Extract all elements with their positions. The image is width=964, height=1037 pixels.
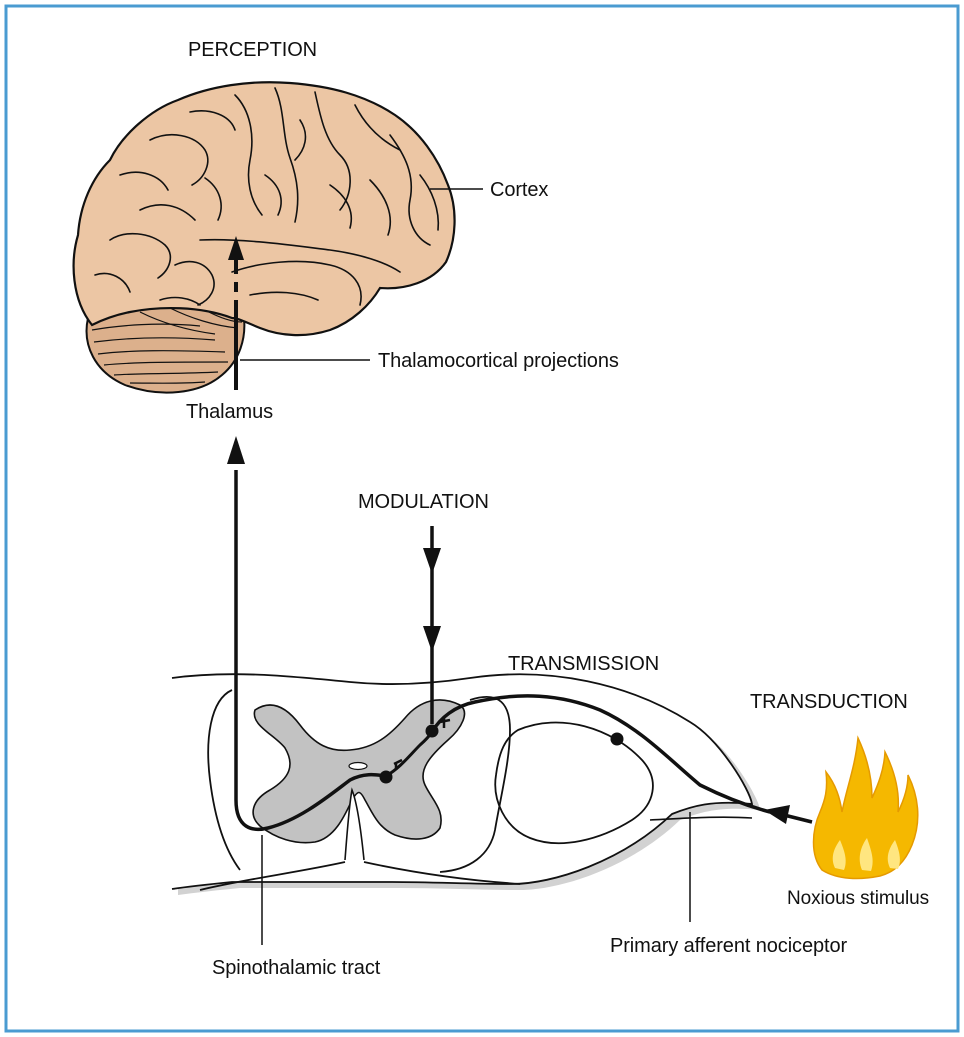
cord-edge [439, 695, 511, 873]
cortex-label: Cortex [490, 179, 549, 201]
transduction-arrow-shaft [783, 813, 813, 824]
nerve-edge [649, 816, 753, 821]
spinal-cord [171, 673, 760, 895]
cerebellum [85, 304, 246, 394]
spinothalamic-label: Spinothalamic tract [212, 957, 381, 979]
cord-left-edge [207, 689, 241, 871]
modulation-arrowhead-lower [423, 626, 441, 652]
transduction-label: TRANSDUCTION [750, 691, 908, 713]
flame-icon [812, 735, 919, 880]
second-order-cell-body [379, 770, 393, 784]
cord-bottom-edge [199, 861, 521, 891]
modulation-arrowhead-upper [423, 548, 441, 574]
synapse-lower [393, 758, 403, 770]
transmission-label: TRANSMISSION [508, 653, 660, 675]
primary-afferent-fiber [430, 694, 771, 814]
spinothalamic-tract [234, 470, 387, 831]
thalamocortical-arrowhead [228, 236, 244, 260]
anterior-fissure [344, 787, 365, 861]
cerebellum-folia [91, 307, 243, 384]
central-canal [348, 761, 368, 771]
synapse-upper [439, 718, 451, 728]
flame-inner-3 [887, 840, 900, 869]
thalamocortical-label: Thalamocortical projections [378, 350, 619, 372]
figure-frame [4, 4, 960, 1033]
thalamus-label: Thalamus [186, 401, 274, 423]
perception-label: PERCEPTION [188, 39, 318, 61]
cerebrum [72, 81, 456, 337]
modulation-label: MODULATION [358, 491, 489, 513]
spinothalamic-arrowhead [227, 436, 245, 464]
interneuron-cell-body [425, 724, 439, 738]
drg-cell-body [610, 732, 624, 746]
grey-matter [252, 699, 466, 844]
noxious-stimulus-label: Noxious stimulus [787, 888, 930, 909]
cortex-sulci [94, 87, 440, 306]
flame-inner-1 [832, 840, 846, 870]
flame-inner-2 [859, 838, 873, 871]
primary-afferent-label: Primary afferent nociceptor [610, 935, 848, 957]
transduction-arrowhead [764, 805, 790, 824]
brain [72, 81, 456, 394]
